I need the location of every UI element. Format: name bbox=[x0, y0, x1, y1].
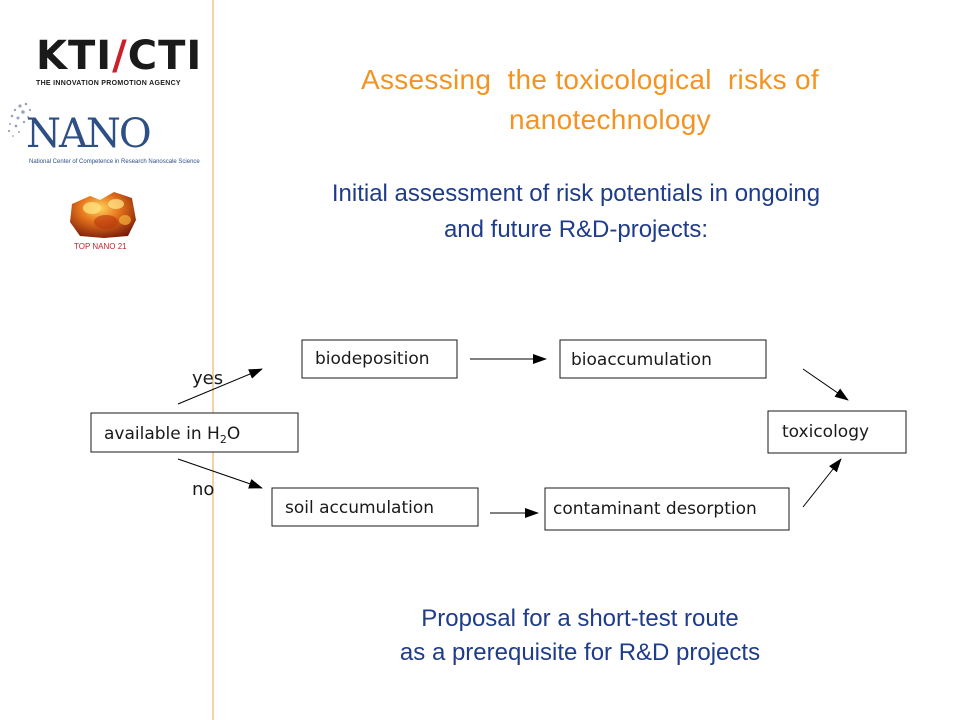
kti-slash: / bbox=[112, 33, 128, 79]
nano-logo: NANO National Center of Competence in Re… bbox=[6, 100, 216, 172]
toxicology-label: toxicology bbox=[782, 422, 869, 442]
subtitle: Initial assessment of risk potentials in… bbox=[236, 176, 916, 248]
arrow-bioaccumulation-to-toxicology bbox=[802, 368, 849, 401]
page-title: Assessing the toxicological risks of nan… bbox=[280, 60, 900, 140]
nano-dots-icon bbox=[7, 102, 32, 137]
contaminant-desorption-node: contaminant desorption bbox=[544, 487, 790, 531]
soil-accumulation-label: soil accumulation bbox=[285, 498, 434, 518]
contaminant-desorption-label: contaminant desorption bbox=[553, 499, 757, 519]
nano-tagline: National Center of Competence in Researc… bbox=[29, 159, 200, 165]
kti-text: KTI bbox=[36, 33, 113, 79]
biodeposition-node: biodeposition bbox=[301, 339, 458, 379]
start-node: available in H2O bbox=[90, 412, 299, 453]
top-nano-image bbox=[70, 192, 136, 238]
kti-cti-logo: KTI/CTI THE INNOVATION PROMOTION AGENCY bbox=[36, 36, 202, 87]
branch-no-label: no bbox=[192, 479, 214, 500]
top-nano-caption: TOP NANO 21 bbox=[74, 242, 127, 251]
top-nano-logo: TOP NANO 21 bbox=[70, 190, 142, 260]
arrow-yes bbox=[177, 368, 263, 405]
arrow-no bbox=[177, 458, 263, 489]
bioaccumulation-node: bioaccumulation bbox=[559, 339, 767, 379]
soil-accumulation-node: soil accumulation bbox=[271, 487, 479, 527]
footer-line-2: as a prerequisite for R&D projects bbox=[399, 639, 761, 666]
divider-line bbox=[212, 0, 214, 720]
arrow-desorption-to-toxicology bbox=[802, 458, 842, 508]
subtitle-line-2: and future R&D-projects: bbox=[443, 216, 709, 243]
kti-tagline: THE INNOVATION PROMOTION AGENCY bbox=[36, 80, 181, 87]
nano-wordmark: NANO bbox=[26, 111, 152, 157]
branch-yes-label: yes bbox=[192, 368, 223, 389]
title-line-2: nanotechnology bbox=[509, 104, 711, 135]
title-line-1: Assessing the toxicological risks of bbox=[360, 64, 820, 95]
cti-text: CTI bbox=[127, 33, 203, 79]
bioaccumulation-label: bioaccumulation bbox=[571, 350, 712, 370]
start-node-label: available in H2O bbox=[104, 424, 240, 446]
toxicology-node: toxicology bbox=[767, 410, 907, 454]
biodeposition-label: biodeposition bbox=[315, 349, 430, 369]
footer-note: Proposal for a short-test route as a pre… bbox=[300, 602, 860, 670]
kti-cti-wordmark: KTI/CTI bbox=[36, 36, 202, 76]
footer-line-1: Proposal for a short-test route bbox=[421, 605, 739, 632]
subtitle-line-1: Initial assessment of risk potentials in… bbox=[331, 180, 821, 207]
